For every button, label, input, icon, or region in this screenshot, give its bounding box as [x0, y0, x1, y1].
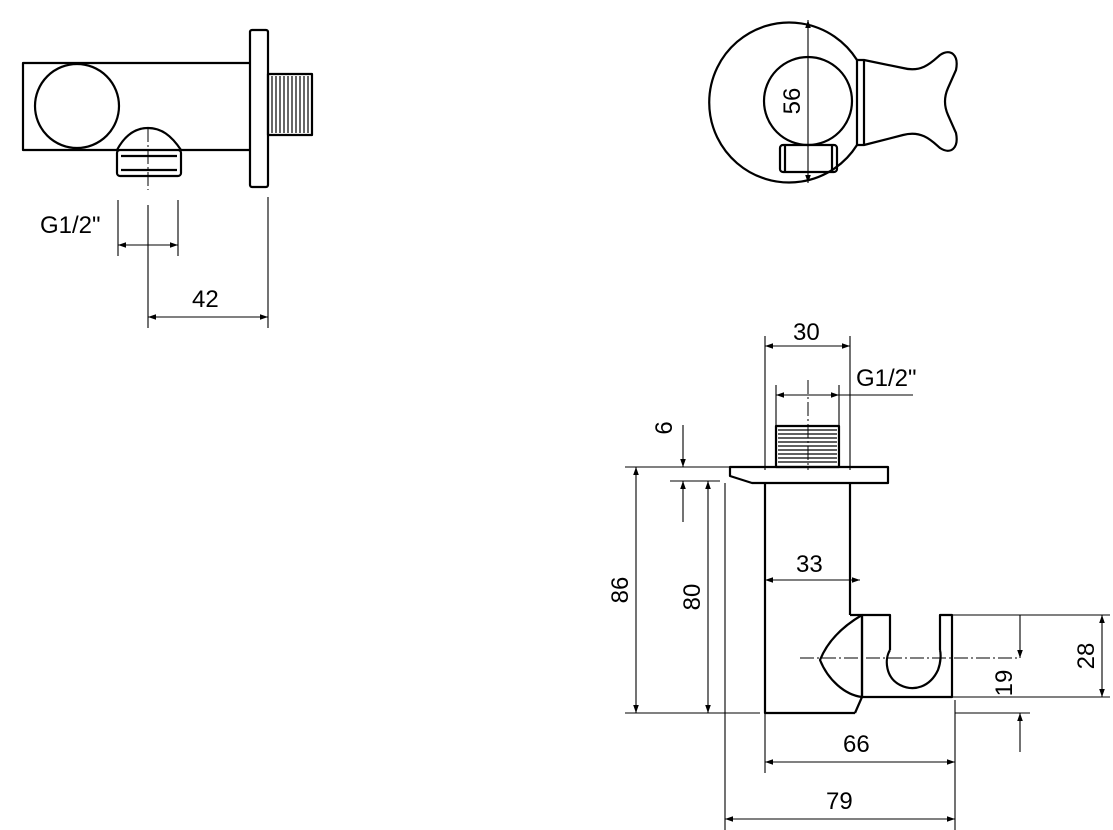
side-thread-label: G1/2": [856, 365, 917, 392]
front-thread-label: G1/2": [40, 212, 101, 239]
side-total-height-label: 86: [607, 577, 634, 604]
front-width-label: 42: [192, 286, 219, 313]
side-holder-offset-label: 33: [796, 551, 823, 578]
side-view: [728, 380, 1020, 715]
side-body-height-label: 80: [679, 584, 706, 611]
side-flange-label: 6: [651, 421, 678, 434]
side-inner-depth-label: 66: [843, 731, 870, 758]
front-thread-lines: [271, 76, 309, 133]
side-top-width-label: 30: [793, 319, 820, 346]
side-holder-height-label: 28: [1073, 643, 1100, 670]
side-holder-center-label: 19: [991, 670, 1018, 697]
side-total-depth-label: 79: [826, 788, 853, 815]
side-dimensions: 30 G1/2" 6 86 80 33 28 19: [607, 319, 1110, 830]
front-view: [21, 28, 314, 190]
top-diameter-label: 56: [779, 88, 806, 115]
top-view: 56: [708, 20, 958, 184]
front-dimensions: G1/2" 42: [40, 197, 269, 328]
